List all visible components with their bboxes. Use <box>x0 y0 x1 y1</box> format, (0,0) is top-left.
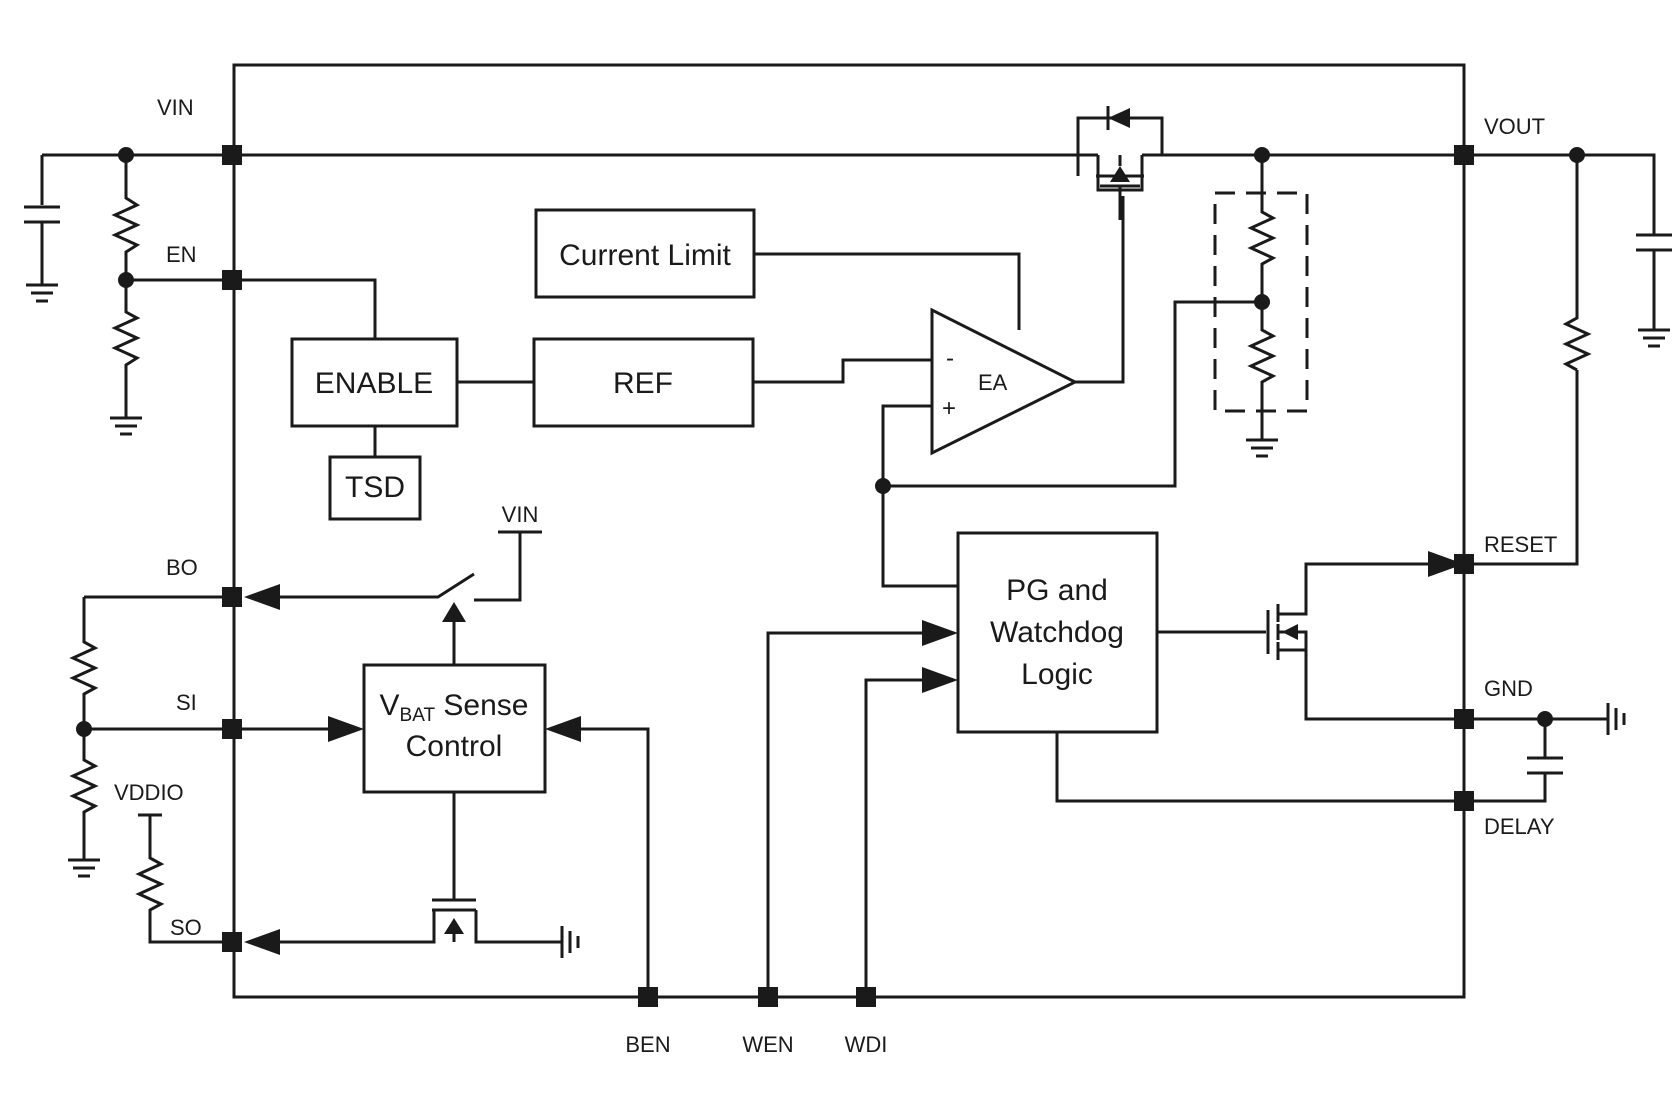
pg-watchdog-logic-block <box>956 531 1159 734</box>
gnd-pin-label: GND <box>1484 676 1533 701</box>
en-bottom-resistor <box>111 280 141 418</box>
vbat-sense-control-block <box>362 663 547 794</box>
wen-arrow <box>922 620 958 646</box>
ben-arrow <box>545 716 581 742</box>
reset-pin-label: RESET <box>1484 532 1557 557</box>
vout-external-dot <box>1569 147 1585 163</box>
ben-pin-label: BEN <box>625 1032 670 1057</box>
battery-sense-network <box>68 530 542 944</box>
tsd-block <box>328 455 422 521</box>
vbat-subscript: BAT <box>400 705 436 726</box>
vbat-sense-word: Sense <box>435 689 528 722</box>
ben-pin <box>638 987 658 1007</box>
vddio-label: VDDIO <box>114 780 184 805</box>
reset-pin <box>1454 554 1474 574</box>
so-arrow <box>244 929 280 955</box>
gnd-pin <box>1454 709 1474 729</box>
vin-input-network <box>24 147 234 436</box>
pg-label-line2: Watchdog <box>990 616 1124 649</box>
bo-pin-label: BO <box>166 555 198 580</box>
en-pin-label: EN <box>166 242 197 267</box>
reset-transistor-icon <box>1157 562 1464 721</box>
vbat-label-line1: VBAT Sense <box>380 689 529 726</box>
ea-label: EA <box>978 370 1008 395</box>
si-pin-label: SI <box>176 690 197 715</box>
reset-pullup-resistor <box>1562 155 1592 372</box>
bo-switch-icon <box>474 532 522 602</box>
feedback-top-resistor <box>1247 155 1277 302</box>
si-pin <box>222 719 242 739</box>
vin-pin <box>222 145 242 165</box>
so-pullup-resistor <box>135 815 234 944</box>
wen-pin-label: WEN <box>742 1032 793 1057</box>
vout-pin-label: VOUT <box>1484 114 1545 139</box>
tsd-label: TSD <box>345 471 405 504</box>
delay-pin <box>1454 791 1474 811</box>
vbat-label-line2: Control <box>406 730 503 763</box>
feedback-divider <box>883 155 1309 488</box>
so-pin <box>222 932 242 952</box>
chip-outline <box>232 63 1466 999</box>
wen-pin <box>758 987 778 1007</box>
bo-pin <box>222 587 242 607</box>
reset-arrow <box>1428 551 1464 577</box>
delay-pin-label: DELAY <box>1484 814 1555 839</box>
ea-minus-sign: - <box>946 345 954 372</box>
feedback-bottom-resistor <box>1247 302 1277 440</box>
en-top-resistor <box>111 155 141 280</box>
ref-label: REF <box>613 367 673 400</box>
pg-label-line1: PG and <box>1006 574 1108 607</box>
en-pin <box>222 270 242 290</box>
current-limit-label: Current Limit <box>559 239 731 272</box>
pg-label-line3: Logic <box>1021 658 1093 691</box>
si-bottom-resistor <box>69 729 99 860</box>
wdi-pin <box>856 987 876 1007</box>
pass-transistor-icon <box>1076 106 1164 220</box>
ea-triangle <box>930 307 1079 456</box>
pass-path <box>234 106 1464 220</box>
ea-plus-sign: + <box>942 395 956 422</box>
bo-si-resistor <box>69 597 99 729</box>
ea-feedback-dot <box>875 478 891 494</box>
so-pin-label: SO <box>170 915 202 940</box>
vbat-v: V <box>380 689 400 722</box>
vout-pin <box>1454 145 1474 165</box>
wdi-arrow <box>922 667 958 693</box>
switch-vin-label: VIN <box>502 502 539 527</box>
so-transistor-icon <box>280 792 580 958</box>
wdi-pin-label: WDI <box>845 1032 888 1057</box>
vin-pin-label: VIN <box>157 95 194 120</box>
bo-arrow <box>244 584 280 610</box>
si-arrow <box>328 716 364 742</box>
enable-label: ENABLE <box>315 367 433 400</box>
error-amplifier: - + EA <box>875 196 1125 588</box>
